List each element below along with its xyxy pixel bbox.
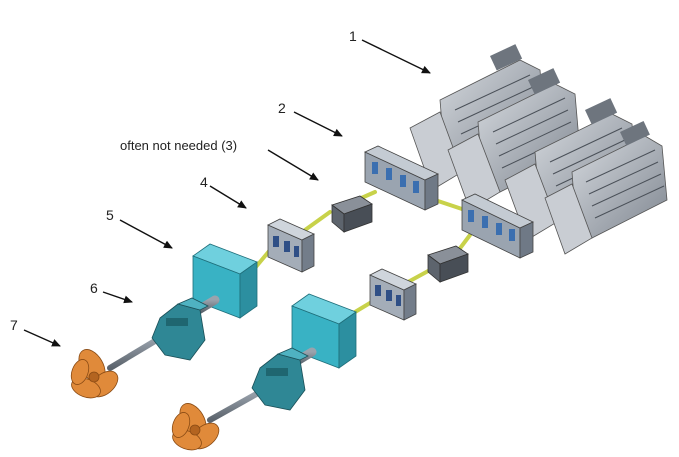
- diesel-engine-4: [544, 121, 668, 255]
- arrow-1: [361, 39, 431, 74]
- label-propeller: 7: [10, 317, 18, 333]
- propeller-upper: [70, 349, 119, 399]
- diesel-engine-2: [447, 68, 581, 211]
- frequency-converter-upper: [267, 218, 315, 273]
- gearbox-lower: [251, 347, 309, 411]
- arrow-3: [267, 149, 319, 181]
- transformer-lower: [427, 245, 469, 283]
- label-switchboard: 2: [278, 100, 286, 116]
- label-gearbox: 6: [90, 280, 98, 296]
- propeller-lower: [171, 403, 220, 451]
- gearbox-upper: [151, 297, 209, 361]
- switchboard-upper: [364, 145, 439, 211]
- arrow-4: [209, 185, 247, 209]
- arrow-2: [293, 111, 343, 137]
- arrow-6: [102, 291, 133, 304]
- label-converter: 4: [200, 174, 208, 190]
- label-engines: 1: [349, 28, 357, 44]
- arrow-7: [23, 329, 61, 347]
- label-transformer: often not needed (3): [120, 138, 238, 153]
- callout-arrows: [23, 39, 431, 347]
- switchboard-lower: [461, 193, 534, 259]
- frequency-converter-lower: [369, 268, 417, 321]
- transformer-upper: [331, 195, 373, 233]
- label-motor: 5: [106, 207, 114, 223]
- arrow-5: [119, 219, 173, 249]
